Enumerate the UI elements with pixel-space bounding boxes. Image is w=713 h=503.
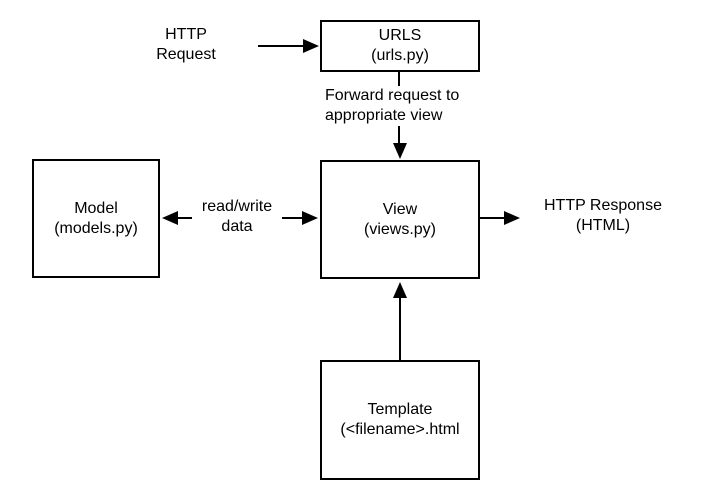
read-write-data-label: read/write data bbox=[192, 197, 282, 237]
view-box-title: View bbox=[382, 200, 418, 218]
model-box-title: Model bbox=[74, 199, 118, 217]
model-box: Model (models.py) bbox=[32, 159, 160, 278]
http-request-label-line2: Request bbox=[156, 46, 216, 63]
view-box-subtitle: (views.py) bbox=[363, 220, 436, 238]
urls-box-title: URLS bbox=[378, 27, 422, 44]
read-write-data-label-line2: data bbox=[221, 218, 253, 235]
read-write-data-label-line1: read/write bbox=[201, 198, 273, 215]
urls-box: URLS (urls.py) bbox=[320, 20, 480, 72]
http-request-label: HTTP Request bbox=[141, 25, 231, 65]
http-response-label-line1: HTTP Response bbox=[544, 197, 662, 214]
http-response-label-line2: (HTML) bbox=[575, 217, 631, 234]
template-box-subtitle: (<filename>.html bbox=[340, 421, 460, 438]
http-request-label-line1: HTTP bbox=[165, 26, 207, 43]
http-response-label: HTTP Response (HTML) bbox=[520, 196, 686, 236]
view-to-response-arrow-line bbox=[480, 217, 506, 219]
arrowhead-right-icon bbox=[303, 39, 319, 53]
arrowhead-up-icon bbox=[393, 282, 407, 298]
template-to-view-arrow-line bbox=[399, 294, 401, 360]
http-request-arrow-line bbox=[258, 45, 304, 47]
urls-box-subtitle: (urls.py) bbox=[371, 47, 429, 64]
arrowhead-left-icon bbox=[162, 211, 178, 225]
forward-request-label-line1: Forward request to bbox=[325, 87, 460, 104]
forward-request-label: Forward request to appropriate view bbox=[325, 86, 460, 126]
arrowhead-right-icon bbox=[504, 211, 520, 225]
arrowhead-down-icon bbox=[393, 143, 407, 159]
model-box-subtitle: (models.py) bbox=[54, 219, 138, 237]
template-box-title: Template bbox=[367, 401, 433, 418]
forward-request-label-line2: appropriate view bbox=[325, 107, 443, 124]
view-box: View (views.py) bbox=[320, 160, 480, 279]
template-box: Template (<filename>.html bbox=[320, 360, 480, 480]
arrowhead-right-icon bbox=[302, 211, 318, 225]
